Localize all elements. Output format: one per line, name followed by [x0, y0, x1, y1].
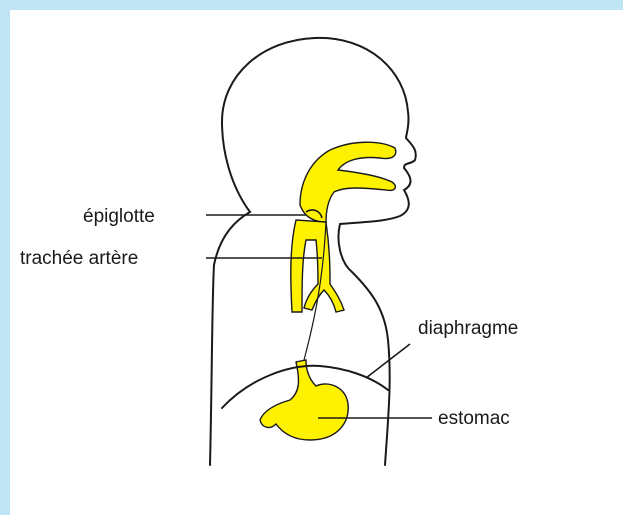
stomach — [260, 360, 348, 440]
epiglotte-label: épiglotte — [83, 206, 155, 227]
diaphragme-label: diaphragme — [418, 318, 518, 339]
estomac-label: estomac — [438, 408, 510, 429]
trachee-label: trachée artère — [20, 248, 138, 269]
